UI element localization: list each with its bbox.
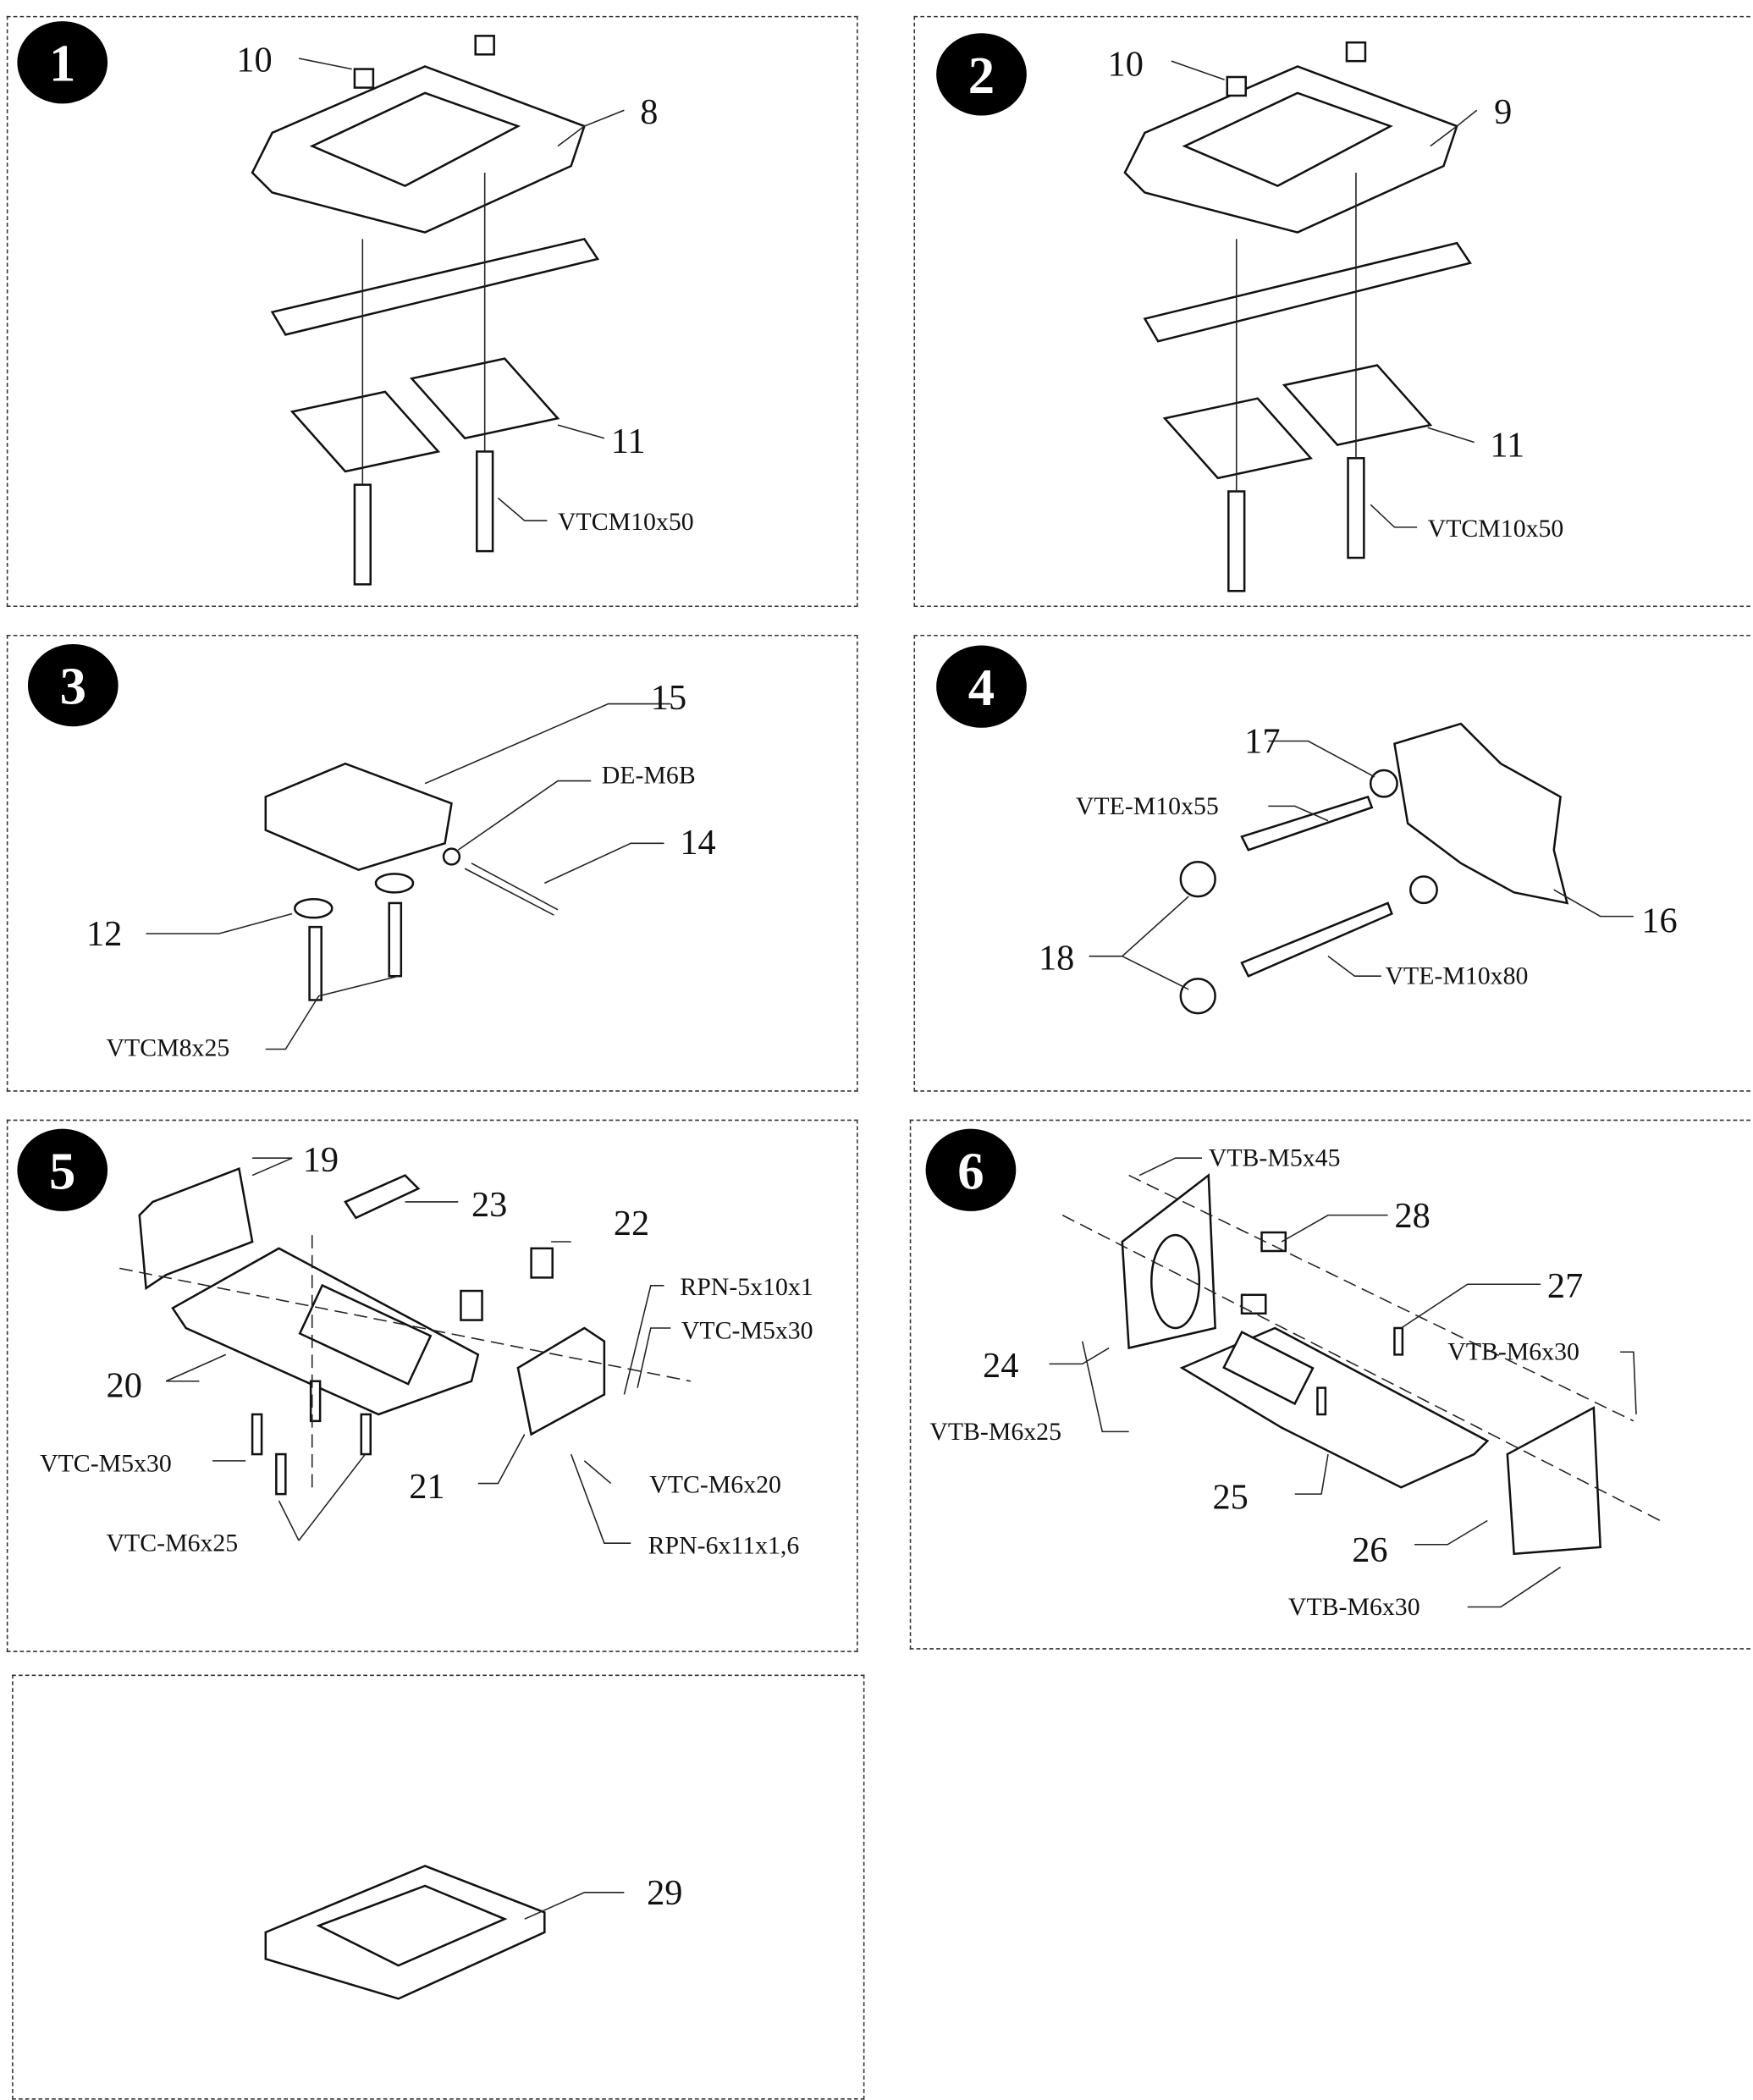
panel-5 [6,1119,858,1652]
callout-label: 15 [650,677,687,718]
callout-label: VTC-M5x30 [40,1450,172,1479]
callout-label: 27 [1546,1265,1584,1306]
assembly-1-drawing [251,35,625,586]
assembly-4-drawing [1089,722,1634,1015]
panel-1 [6,15,858,608]
step-badge-4: 4 [936,645,1027,728]
callout-label: 12 [85,913,123,954]
step-badge-6: 6 [925,1128,1017,1211]
assembly-3-drawing [146,703,671,1050]
panel-4 [913,634,1753,1092]
callout-label: 10 [1107,43,1144,84]
panel-3 [6,634,858,1092]
callout-label: 17 [1244,720,1281,762]
callout-label: VTC-M6x20 [649,1471,781,1500]
assembly-7-drawing [264,1865,625,2000]
callout-label: VTB-M6x25 [929,1418,1061,1447]
callout-label: 22 [613,1203,650,1243]
callout-label: 23 [471,1184,508,1225]
callout-label: 28 [1394,1195,1431,1236]
callout-label: VTCM10x50 [1427,515,1564,543]
panel-2 [913,15,1753,608]
callout-label: 25 [1212,1476,1249,1517]
callout-label: VTB-M6x30 [1447,1338,1579,1367]
callout-label: VTCM10x50 [557,508,694,537]
callout-label: VTB-M5x45 [1208,1144,1341,1173]
callout-label: RPN-6x11x1,6 [648,1532,800,1561]
callout-label: 24 [983,1345,1019,1386]
callout-label: VTB-M6x30 [1287,1593,1420,1622]
callout-label: 9 [1494,91,1513,132]
step-badge-2: 2 [936,33,1027,116]
callout-label: 18 [1038,937,1075,978]
callout-label: VTC-M6x25 [106,1530,239,1558]
callout-label: VTE-M10x80 [1385,962,1529,991]
callout-label: VTE-M10x55 [1075,792,1219,821]
step-badge-5: 5 [17,1128,108,1211]
panel-6 [909,1119,1753,1650]
callout-label: 29 [647,1872,683,1913]
callout-label: 14 [680,822,716,863]
callout-label: 16 [1641,900,1678,940]
callout-label: 11 [1490,425,1525,466]
callout-label: DE-M6B [601,762,696,791]
assembly-2-drawing [1123,41,1478,593]
callout-label: VTCM8x25 [106,1034,230,1063]
callout-label: 11 [610,421,646,461]
callout-label: VTC-M5x30 [681,1317,813,1346]
callout-label: 10 [236,40,273,80]
callout-label: 21 [409,1466,445,1507]
callout-label: 20 [106,1364,142,1406]
assembly-5-drawing [119,1157,692,1544]
assembly-6-drawing [1049,1157,1661,1608]
callout-label: RPN-5x10x1 [680,1273,813,1302]
callout-label: 19 [302,1139,339,1180]
callout-label: 26 [1352,1530,1388,1570]
callout-label: 8 [640,91,659,132]
step-badge-1: 1 [17,21,108,104]
step-badge-3: 3 [27,643,119,727]
